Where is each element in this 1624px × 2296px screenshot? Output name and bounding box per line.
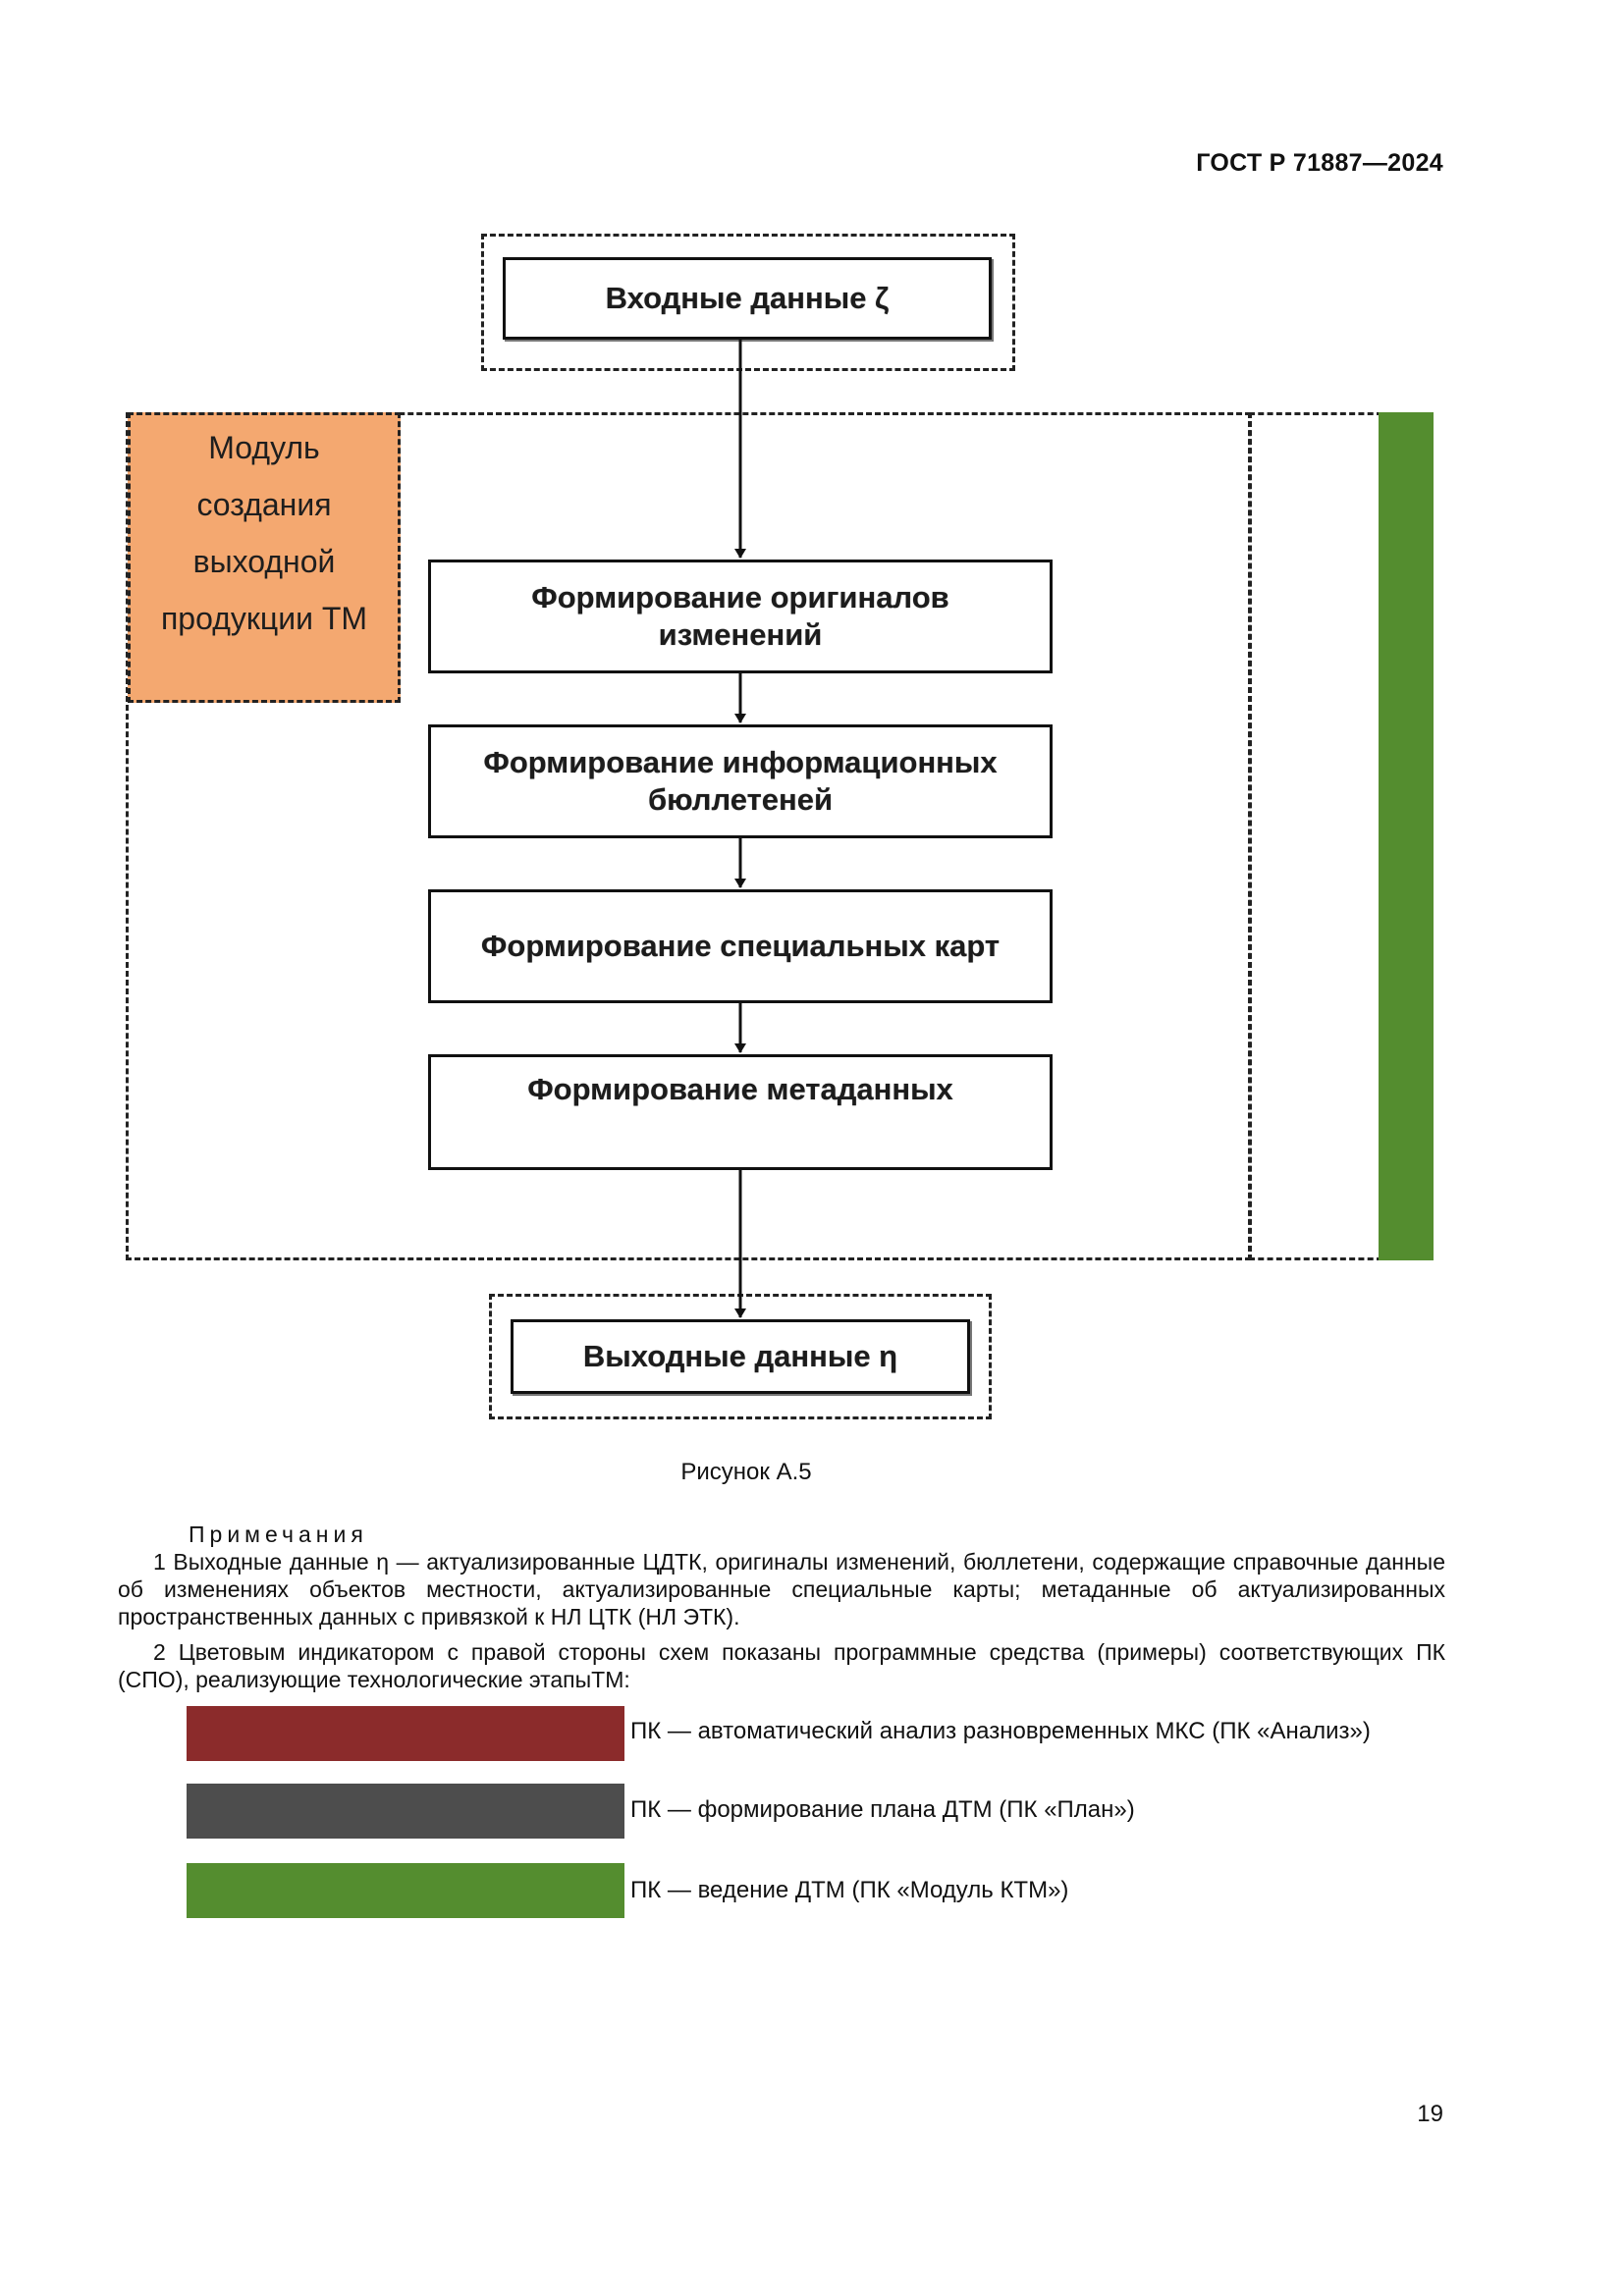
notes-title: Примечания: [189, 1522, 368, 1547]
output-data-box: Выходные данные η: [511, 1319, 970, 1394]
note-1: 1 Выходные данные η — актуализированные …: [118, 1549, 1445, 1629]
module-label: Модуль создания выходной продукции ТМ: [128, 412, 401, 703]
step-info-bulletins: Формирование информационных бюллетеней: [428, 724, 1053, 838]
figure-caption: Рисунок А.5: [680, 1459, 812, 1485]
step-change-originals: Формирование оригиналов изменений: [428, 560, 1053, 673]
module-label-line: Модуль: [208, 430, 320, 465]
input-data-box: Входные данные ζ: [503, 257, 992, 340]
page-number: 19: [1417, 2101, 1443, 2127]
legend-label-analysis: ПК — автоматический анализ разновременны…: [630, 1718, 1371, 1744]
legend-swatch-plan: [187, 1784, 624, 1839]
module-label-line: продукции ТМ: [160, 601, 368, 636]
note-2: 2 Цветовым индикатором с правой стороны …: [118, 1639, 1445, 1692]
legend-swatch-analysis: [187, 1706, 624, 1761]
step-metadata: Формирование метаданных: [428, 1054, 1053, 1170]
module-label-line: создания: [196, 487, 332, 522]
standard-code: ГОСТ Р 71887—2024: [1196, 149, 1443, 177]
indicator-frame: [1249, 412, 1382, 1260]
software-indicator-bar: [1379, 412, 1434, 1260]
legend-label-plan: ПК — формирование плана ДТМ (ПК «План»): [630, 1796, 1135, 1823]
step-special-maps: Формирование специальных карт: [428, 889, 1053, 1003]
module-label-line: выходной: [192, 544, 336, 579]
legend-label-ktm: ПК — ведение ДТМ (ПК «Модуль КТМ»): [630, 1877, 1069, 1903]
input-frame: [481, 234, 1015, 371]
legend-swatch-ktm: [187, 1863, 624, 1918]
